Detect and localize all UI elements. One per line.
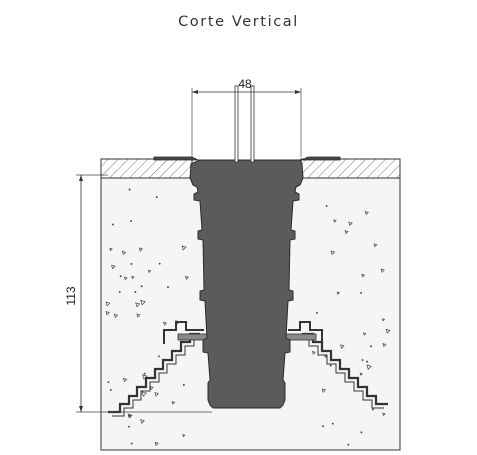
width-dimension-label: 48 [238,77,252,91]
depth-dimension-label: 113 [64,286,78,305]
right-upper-bracket [288,321,323,344]
right-clamp-plate [285,333,317,341]
depth-arrow-bottom [79,406,83,412]
depth-arrow-top [79,175,83,181]
width-arrow-left [192,90,198,94]
diagram-title: Corte Vertical [178,14,299,30]
slot-left-bar [234,85,239,163]
aggregate-specks [105,188,391,447]
left-clamp-plate [177,333,209,341]
left-stepped-anchor [108,332,200,414]
right-stepped-anchor [302,332,388,406]
slot-right-bar [250,85,255,163]
width-arrow-right [295,90,301,94]
pavement-layer-left [100,158,193,179]
pavement-layer-right [300,158,401,179]
left-stepped-anchor-inner [112,337,202,417]
right-stepped-anchor-inner [300,337,384,409]
main-body [189,159,304,409]
left-upper-bracket [163,321,204,344]
